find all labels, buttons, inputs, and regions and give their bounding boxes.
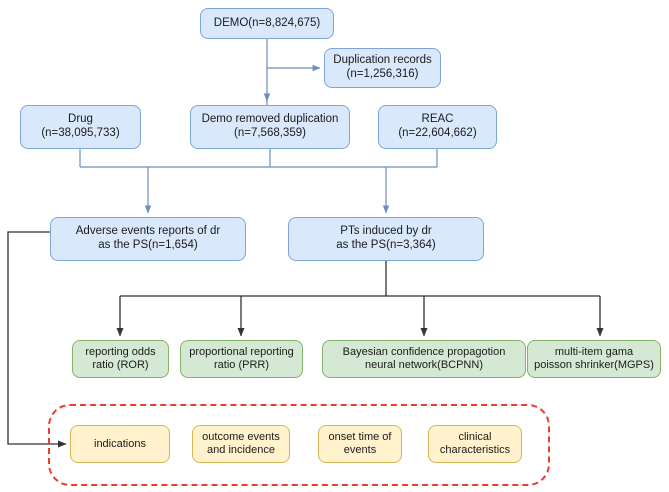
node-indications[interactable]: indications [70, 425, 170, 463]
node-mgps-label: multi-item gama poisson shrinker(MGPS) [534, 346, 654, 371]
node-demo[interactable]: DEMO(n=8,824,675) [200, 8, 334, 39]
node-drug[interactable]: Drug (n=38,095,733) [20, 105, 141, 149]
node-prr[interactable]: proportional reporting ratio (PRR) [180, 340, 303, 378]
node-onset-time[interactable]: onset time of events [318, 425, 402, 463]
analysis-topics-group [48, 404, 550, 486]
node-ror[interactable]: reporting odds ratio (ROR) [72, 340, 169, 378]
node-bcpnn-label: Bayesian confidence propagotion neural n… [342, 346, 506, 371]
node-adverse-events-reports[interactable]: Adverse events reports of dr as the PS(n… [50, 217, 246, 261]
node-mgps[interactable]: multi-item gama poisson shrinker(MGPS) [527, 340, 661, 378]
node-outcome-events[interactable]: outcome events and incidence [192, 425, 290, 463]
node-prr-label: proportional reporting ratio (PRR) [189, 346, 294, 371]
node-reac[interactable]: REAC (n=22,604,662) [378, 105, 497, 149]
node-onset-time-label: onset time of events [328, 431, 392, 456]
node-ror-label: reporting odds ratio (ROR) [85, 346, 156, 371]
node-demo-removed-duplication[interactable]: Demo removed duplication (n=7,568,359) [190, 105, 350, 149]
node-bcpnn[interactable]: Bayesian confidence propagotion neural n… [322, 340, 526, 378]
node-indications-label: indications [94, 437, 146, 450]
node-clinical-characteristics-label: clinical characteristics [439, 431, 511, 456]
node-adverse-events-reports-label: Adverse events reports of dr as the PS(n… [75, 225, 221, 251]
node-drug-label: Drug (n=38,095,733) [41, 113, 120, 139]
node-pts-induced[interactable]: PTs induced by dr as the PS(n=3,364) [288, 217, 484, 261]
node-demo-label: DEMO(n=8,824,675) [213, 16, 321, 29]
node-duplication-records[interactable]: Duplication records (n=1,256,316) [324, 48, 441, 88]
node-reac-label: REAC (n=22,604,662) [398, 113, 477, 139]
node-duplication-records-label: Duplication records (n=1,256,316) [333, 54, 432, 80]
node-clinical-characteristics[interactable]: clinical characteristics [428, 425, 522, 463]
node-demo-removed-duplication-label: Demo removed duplication (n=7,568,359) [201, 113, 339, 139]
node-outcome-events-label: outcome events and incidence [202, 431, 280, 456]
node-pts-induced-label: PTs induced by dr as the PS(n=3,364) [336, 225, 436, 251]
